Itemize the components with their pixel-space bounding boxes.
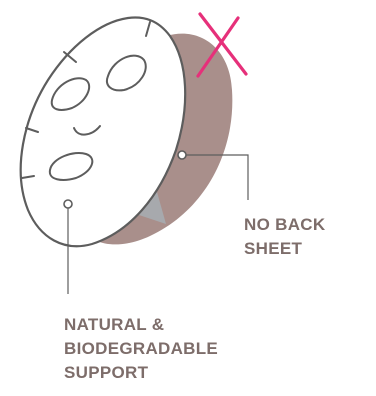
no-back-sheet-line-2: SHEET: [244, 237, 325, 261]
support-line-3: SUPPORT: [64, 361, 218, 385]
support-line-2: BIODEGRADABLE: [64, 337, 218, 361]
pointer-dot-icon: [178, 151, 186, 159]
no-back-sheet-line-1: NO BACK: [244, 213, 325, 237]
support-line-1: NATURAL &: [64, 313, 218, 337]
pointer-dot-icon: [64, 200, 72, 208]
natural-support-label: NATURAL & BIODEGRADABLE SUPPORT: [64, 313, 218, 385]
no-back-sheet-label: NO BACK SHEET: [244, 213, 325, 261]
